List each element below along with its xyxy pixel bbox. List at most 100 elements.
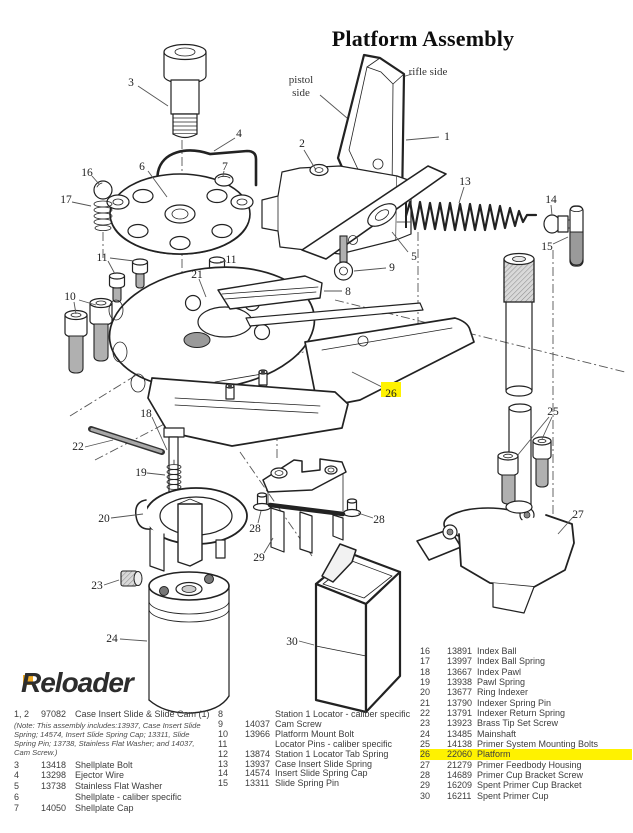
callout-number: 22 <box>72 441 84 453</box>
parts-cell-desc: Platform Mount Bolt <box>275 728 355 739</box>
callout-number: 4 <box>236 128 242 140</box>
parts-cell-desc: Slide Spring Pin <box>275 778 340 789</box>
callout-leader-line <box>263 537 274 554</box>
parts-cell-desc: Spent Primer Cup <box>477 790 549 801</box>
parts-cell-no: 24 <box>420 728 431 739</box>
callout-leader-line <box>405 136 440 141</box>
parts-cell-pn: 13738 <box>41 781 67 792</box>
callout-highlight <box>381 382 401 397</box>
parts-cell-pn: 14574 <box>245 768 271 779</box>
part-2-case-insert-slide <box>261 163 447 260</box>
callout-number: 25 <box>547 406 559 418</box>
parts-cell-pn: 14050 <box>41 802 67 813</box>
parts-cell-no: 17 <box>420 656 431 667</box>
callout-leader-line <box>146 472 166 476</box>
callout-leader-line <box>213 137 236 152</box>
parts-cell-desc: Station 1 Locator Tab Spring <box>275 748 389 759</box>
parts-row: 5 13738 Stainless Flat Washer <box>14 781 216 792</box>
callout-number: 11 <box>225 254 236 266</box>
parts-cell-no: 22 <box>420 708 431 719</box>
logo-accent-square <box>23 675 33 685</box>
parts-cell-no: 23 <box>420 718 431 729</box>
part-19-pawl-spring <box>166 459 182 490</box>
callout-number: 2 <box>299 138 305 150</box>
part-15-spring-pin <box>569 205 584 267</box>
part-24-mainshaft <box>148 571 230 714</box>
parts-cell-no: 27 <box>420 759 431 770</box>
parts-cell-no: 16 <box>420 646 431 656</box>
pistol-leader <box>319 94 348 119</box>
parts-cell-no: 5 <box>14 781 20 792</box>
part-28-bracket-screws <box>252 492 362 518</box>
callout-leader-line <box>109 257 135 262</box>
parts-cell-desc: Brass Tip Set Screw <box>477 718 559 729</box>
parts-cell-pn: 13966 <box>245 728 271 739</box>
callout-number: 7 <box>222 161 228 173</box>
callout-leader-line <box>119 638 148 642</box>
part-8-station1-locator <box>217 275 424 327</box>
logo-text: Reloader <box>21 667 134 698</box>
parts-cell-desc: Spent Primer Cup Bracket <box>477 780 582 791</box>
callout-leader-line <box>103 579 120 586</box>
part-16-index-ball <box>93 180 113 200</box>
parts-cell-no: 10 <box>218 728 229 739</box>
parts-cell-desc: Pawl Spring <box>477 677 526 688</box>
callout-number: 21 <box>191 269 203 281</box>
parts-cell-no: 29 <box>420 780 431 791</box>
parts-cell-no: 14 <box>218 768 229 779</box>
parts-cell-pn: 16209 <box>447 780 473 791</box>
part-14-spring-cap <box>543 214 573 234</box>
parts-cell-no: 25 <box>420 739 431 750</box>
reloader-logo: Reloader <box>20 667 170 707</box>
parts-cell-pn: 13418 <box>41 759 67 770</box>
callout-number: 18 <box>140 408 152 420</box>
callout-leader-line <box>73 301 77 315</box>
parts-cell-desc: Index Ball Spring <box>477 656 546 667</box>
callout-number: 28 <box>249 523 261 535</box>
parts-cell-pn: 14138 <box>447 739 473 750</box>
parts-row: 27 21279 Primer Feedbody Housing <box>420 760 632 770</box>
callout-number: 27 <box>572 509 584 521</box>
parts-cell-no: 28 <box>420 770 431 781</box>
parts-cell-pn: 14689 <box>447 770 473 781</box>
parts-cell-no: 4 <box>14 770 20 781</box>
parts-cell-pn: 14037 <box>245 718 271 729</box>
callout-number: 24 <box>106 633 118 645</box>
parts-cell-pn: 13791 <box>447 708 473 719</box>
parts-cell-desc: Primer Cup Bracket Screw <box>477 770 584 781</box>
parts-cell-pn: 13937 <box>245 758 271 769</box>
callout-number: 23 <box>91 580 103 592</box>
callout-leader-line <box>137 85 169 107</box>
parts-cell-desc: Station 1 Locator - caliber specific <box>275 709 411 719</box>
callout-number: 1 <box>444 131 450 143</box>
callout-leader-line <box>78 299 97 306</box>
callout-number: 26 <box>385 388 397 400</box>
parts-cell-no: 9 <box>218 718 224 729</box>
parts-cell-pn: 13938 <box>447 677 473 688</box>
parts-cell-pn: 13311 <box>245 778 270 789</box>
callout-number: 11 <box>96 252 107 264</box>
parts-cell-pn: 21279 <box>447 759 473 770</box>
callout-leader-line <box>351 371 385 389</box>
parts-cell-desc: Stainless Flat Washer <box>75 781 163 792</box>
part-3-shellplate-bolt <box>163 43 207 139</box>
parts-cell-no: 30 <box>420 790 431 801</box>
part-23-set-screw <box>120 570 143 587</box>
parts-cell-desc: Shellplate - caliber specific <box>75 792 182 802</box>
part-9-cam-screw <box>333 235 354 281</box>
parts-cell-desc: Primer Feedbody Housing <box>477 759 582 770</box>
parts-cell-no: 1, 2 <box>14 709 30 719</box>
